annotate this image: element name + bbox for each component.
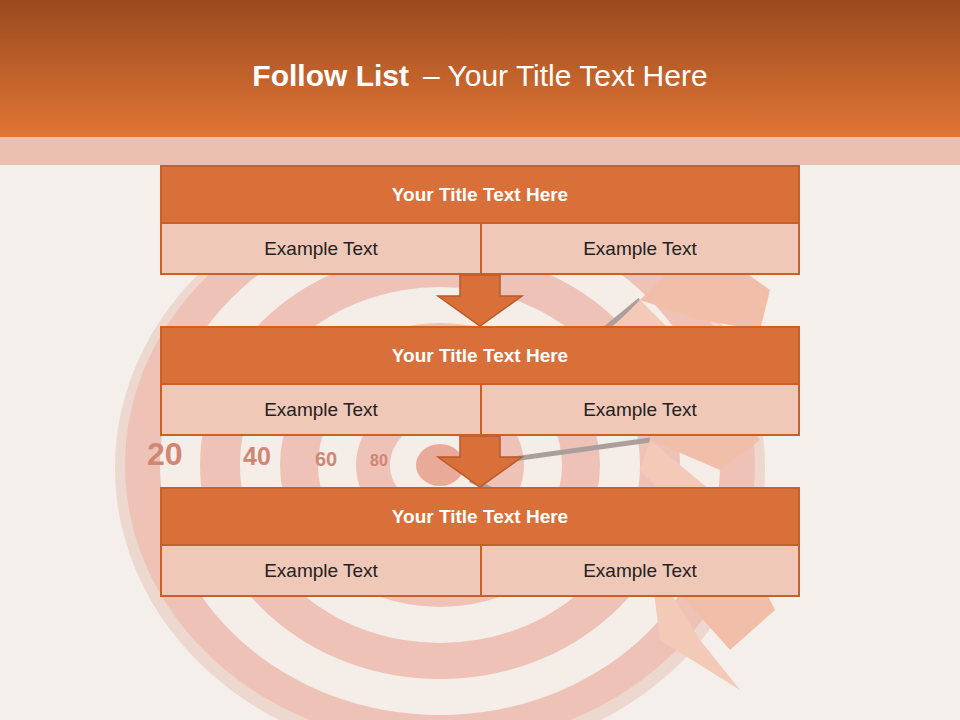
example-text: Example Text <box>264 238 378 260</box>
block-arrow <box>438 275 522 326</box>
header-band <box>0 137 960 165</box>
board-number: 60 <box>315 448 337 471</box>
example-cell: Example Text <box>162 224 480 273</box>
title-row: Follow List – Your Title Text Here <box>0 52 960 100</box>
block-arrow <box>438 436 522 487</box>
example-cell: Example Text <box>480 385 798 434</box>
step-box: Your Title Text HereExample Text Example … <box>160 487 800 597</box>
example-text: Example Text <box>583 399 697 421</box>
step-title-band: Your Title Text Here <box>162 489 798 546</box>
example-text: Example Text <box>264 399 378 421</box>
step-title: Your Title Text Here <box>392 345 568 367</box>
step-title-band: Your Title Text Here <box>162 328 798 385</box>
step-box: Your Title Text HereExample Text Example … <box>160 165 800 275</box>
title-subtext: – Your Title Text Here <box>423 59 708 93</box>
example-cell: Example Text <box>162 385 480 434</box>
board-number: 40 <box>243 442 271 471</box>
step-box: Your Title Text HereExample Text Example … <box>160 326 800 436</box>
step-title: Your Title Text Here <box>392 506 568 528</box>
example-text: Example Text <box>264 560 378 582</box>
example-text: Example Text <box>583 238 697 260</box>
example-text: Example Text <box>583 560 697 582</box>
board-number: 20 <box>147 436 183 473</box>
example-cell: Example Text <box>480 224 798 273</box>
example-cell: Example Text <box>480 546 798 595</box>
example-cell: Example Text <box>162 546 480 595</box>
step-title: Your Title Text Here <box>392 184 568 206</box>
board-number: 80 <box>370 452 388 470</box>
slide-title: Follow List <box>252 59 409 93</box>
step-title-band: Your Title Text Here <box>162 167 798 224</box>
